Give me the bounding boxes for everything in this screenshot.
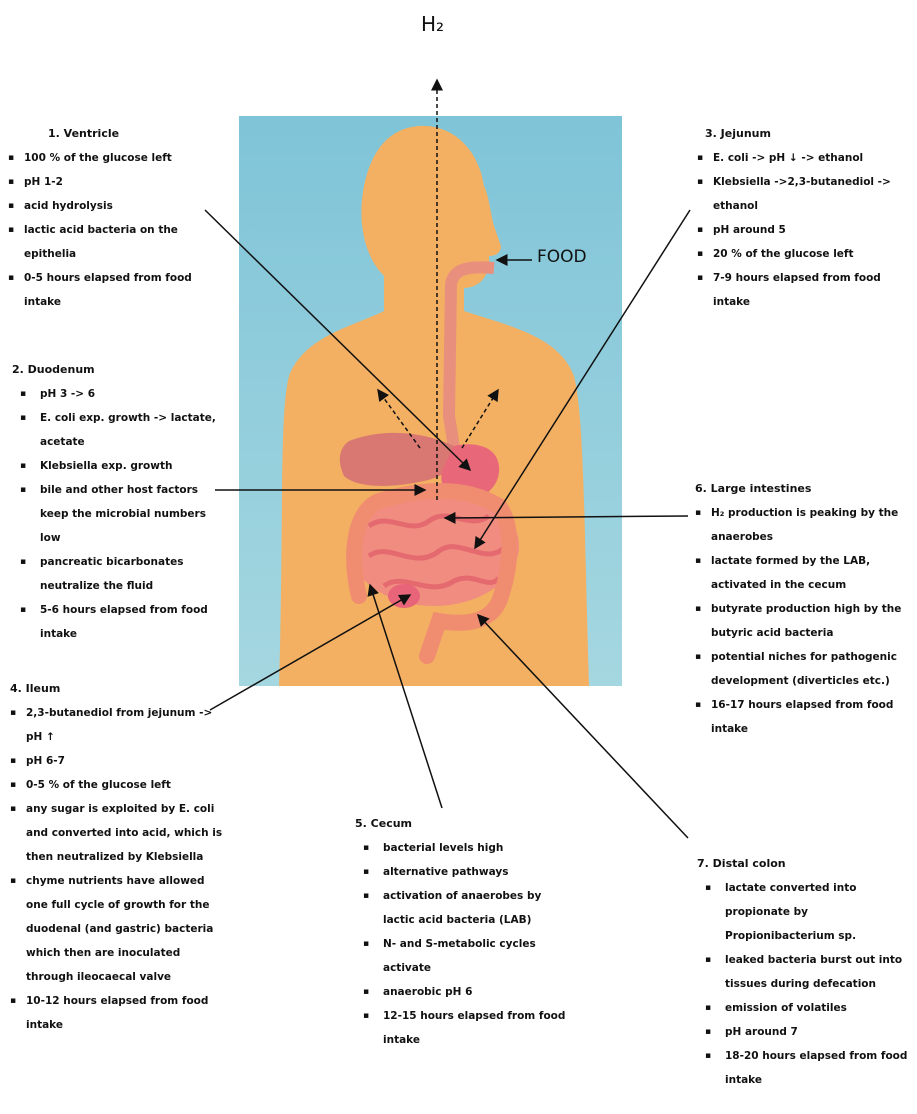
list-item: E. coli -> pH ↓ -> ethanol — [697, 146, 912, 170]
list-item: any sugar is exploited by E. coli and co… — [10, 797, 225, 869]
list-item: E. coli exp. growth -> lactate, acetate — [12, 406, 224, 454]
list-item: activation of anaerobes by lactic acid b… — [355, 884, 570, 932]
list-item: 16-17 hours elapsed from food intake — [695, 693, 910, 741]
large-intestines-pointer — [445, 516, 688, 518]
list-item: anaerobic pH 6 — [355, 980, 570, 1004]
list-item: leaked bacteria burst out into tissues d… — [697, 948, 912, 996]
dashed-arrow-left — [378, 390, 420, 448]
list-item: 20 % of the glucose left — [697, 242, 912, 266]
list-item: 12-15 hours elapsed from food intake — [355, 1004, 570, 1052]
list-item: 0-5 % of the glucose left — [10, 773, 225, 797]
ileum-pointer — [210, 595, 410, 710]
list-item: acid hydrolysis — [8, 194, 213, 218]
list-item: pH 6-7 — [10, 749, 225, 773]
list-item: 100 % of the glucose left — [8, 146, 213, 170]
distal-colon-panel: 7. Distal colon lactate converted into p… — [697, 852, 912, 1092]
list-item: 2,3-butanediol from jejunum -> pH ↑ — [10, 701, 225, 749]
list-item: pH 3 -> 6 — [12, 382, 224, 406]
list-item: emission of volatiles — [697, 996, 912, 1020]
large-intestines-panel: 6. Large intestines H₂ production is pea… — [695, 477, 910, 741]
food-label: FOOD — [537, 247, 587, 267]
list-item: 0-5 hours elapsed from food intake — [8, 266, 213, 314]
list-item: chyme nutrients have allowed one full cy… — [10, 869, 225, 989]
ventricle-pointer — [205, 210, 470, 470]
dashed-arrow-right — [462, 390, 498, 448]
jejunum-panel: 3. Jejunum E. coli -> pH ↓ -> ethanol Kl… — [697, 122, 912, 314]
ileum-heading: 4. Ileum — [10, 677, 225, 701]
list-item: 18-20 hours elapsed from food intake — [697, 1044, 912, 1092]
list-item: 5-6 hours elapsed from food intake — [12, 598, 224, 646]
list-item: bacterial levels high — [355, 836, 570, 860]
list-item: lactate converted into propionate by Pro… — [697, 876, 912, 948]
list-item: N- and S-metabolic cycles activate — [355, 932, 570, 980]
list-item: pH around 7 — [697, 1020, 912, 1044]
list-item: alternative pathways — [355, 860, 570, 884]
list-item: 7-9 hours elapsed from food intake — [697, 266, 912, 314]
large-intestines-heading: 6. Large intestines — [695, 477, 910, 501]
list-item: bile and other host factors keep the mic… — [12, 478, 224, 550]
list-item: Klebsiella ->2,3-butanediol -> ethanol — [697, 170, 912, 218]
cecum-pointer — [370, 585, 442, 808]
distal-colon-heading: 7. Distal colon — [697, 852, 912, 876]
list-item: butyrate production high by the butyric … — [695, 597, 910, 645]
cecum-panel: 5. Cecum bacterial levels high alternati… — [355, 812, 570, 1052]
duodenum-panel: 2. Duodenum pH 3 -> 6 E. coli exp. growt… — [12, 358, 224, 646]
ventricle-panel: 1. Ventricle 100 % of the glucose left p… — [8, 122, 213, 314]
list-item: 10-12 hours elapsed from food intake — [10, 989, 225, 1037]
list-item: Klebsiella exp. growth — [12, 454, 224, 478]
list-item: potential niches for pathogenic developm… — [695, 645, 910, 693]
list-item: lactic acid bacteria on the epithelia — [8, 218, 213, 266]
ventricle-heading: 1. Ventricle — [8, 122, 213, 146]
list-item: pH around 5 — [697, 218, 912, 242]
list-item: H₂ production is peaking by the anaerobe… — [695, 501, 910, 549]
list-item: pancreatic bicarbonates neutralize the f… — [12, 550, 224, 598]
cecum-heading: 5. Cecum — [355, 812, 570, 836]
list-item: pH 1-2 — [8, 170, 213, 194]
ileum-panel: 4. Ileum 2,3-butanediol from jejunum -> … — [10, 677, 225, 1037]
jejunum-heading: 3. Jejunum — [697, 122, 912, 146]
distal-colon-pointer — [478, 615, 688, 838]
list-item: lactate formed by the LAB, activated in … — [695, 549, 910, 597]
duodenum-heading: 2. Duodenum — [12, 358, 224, 382]
